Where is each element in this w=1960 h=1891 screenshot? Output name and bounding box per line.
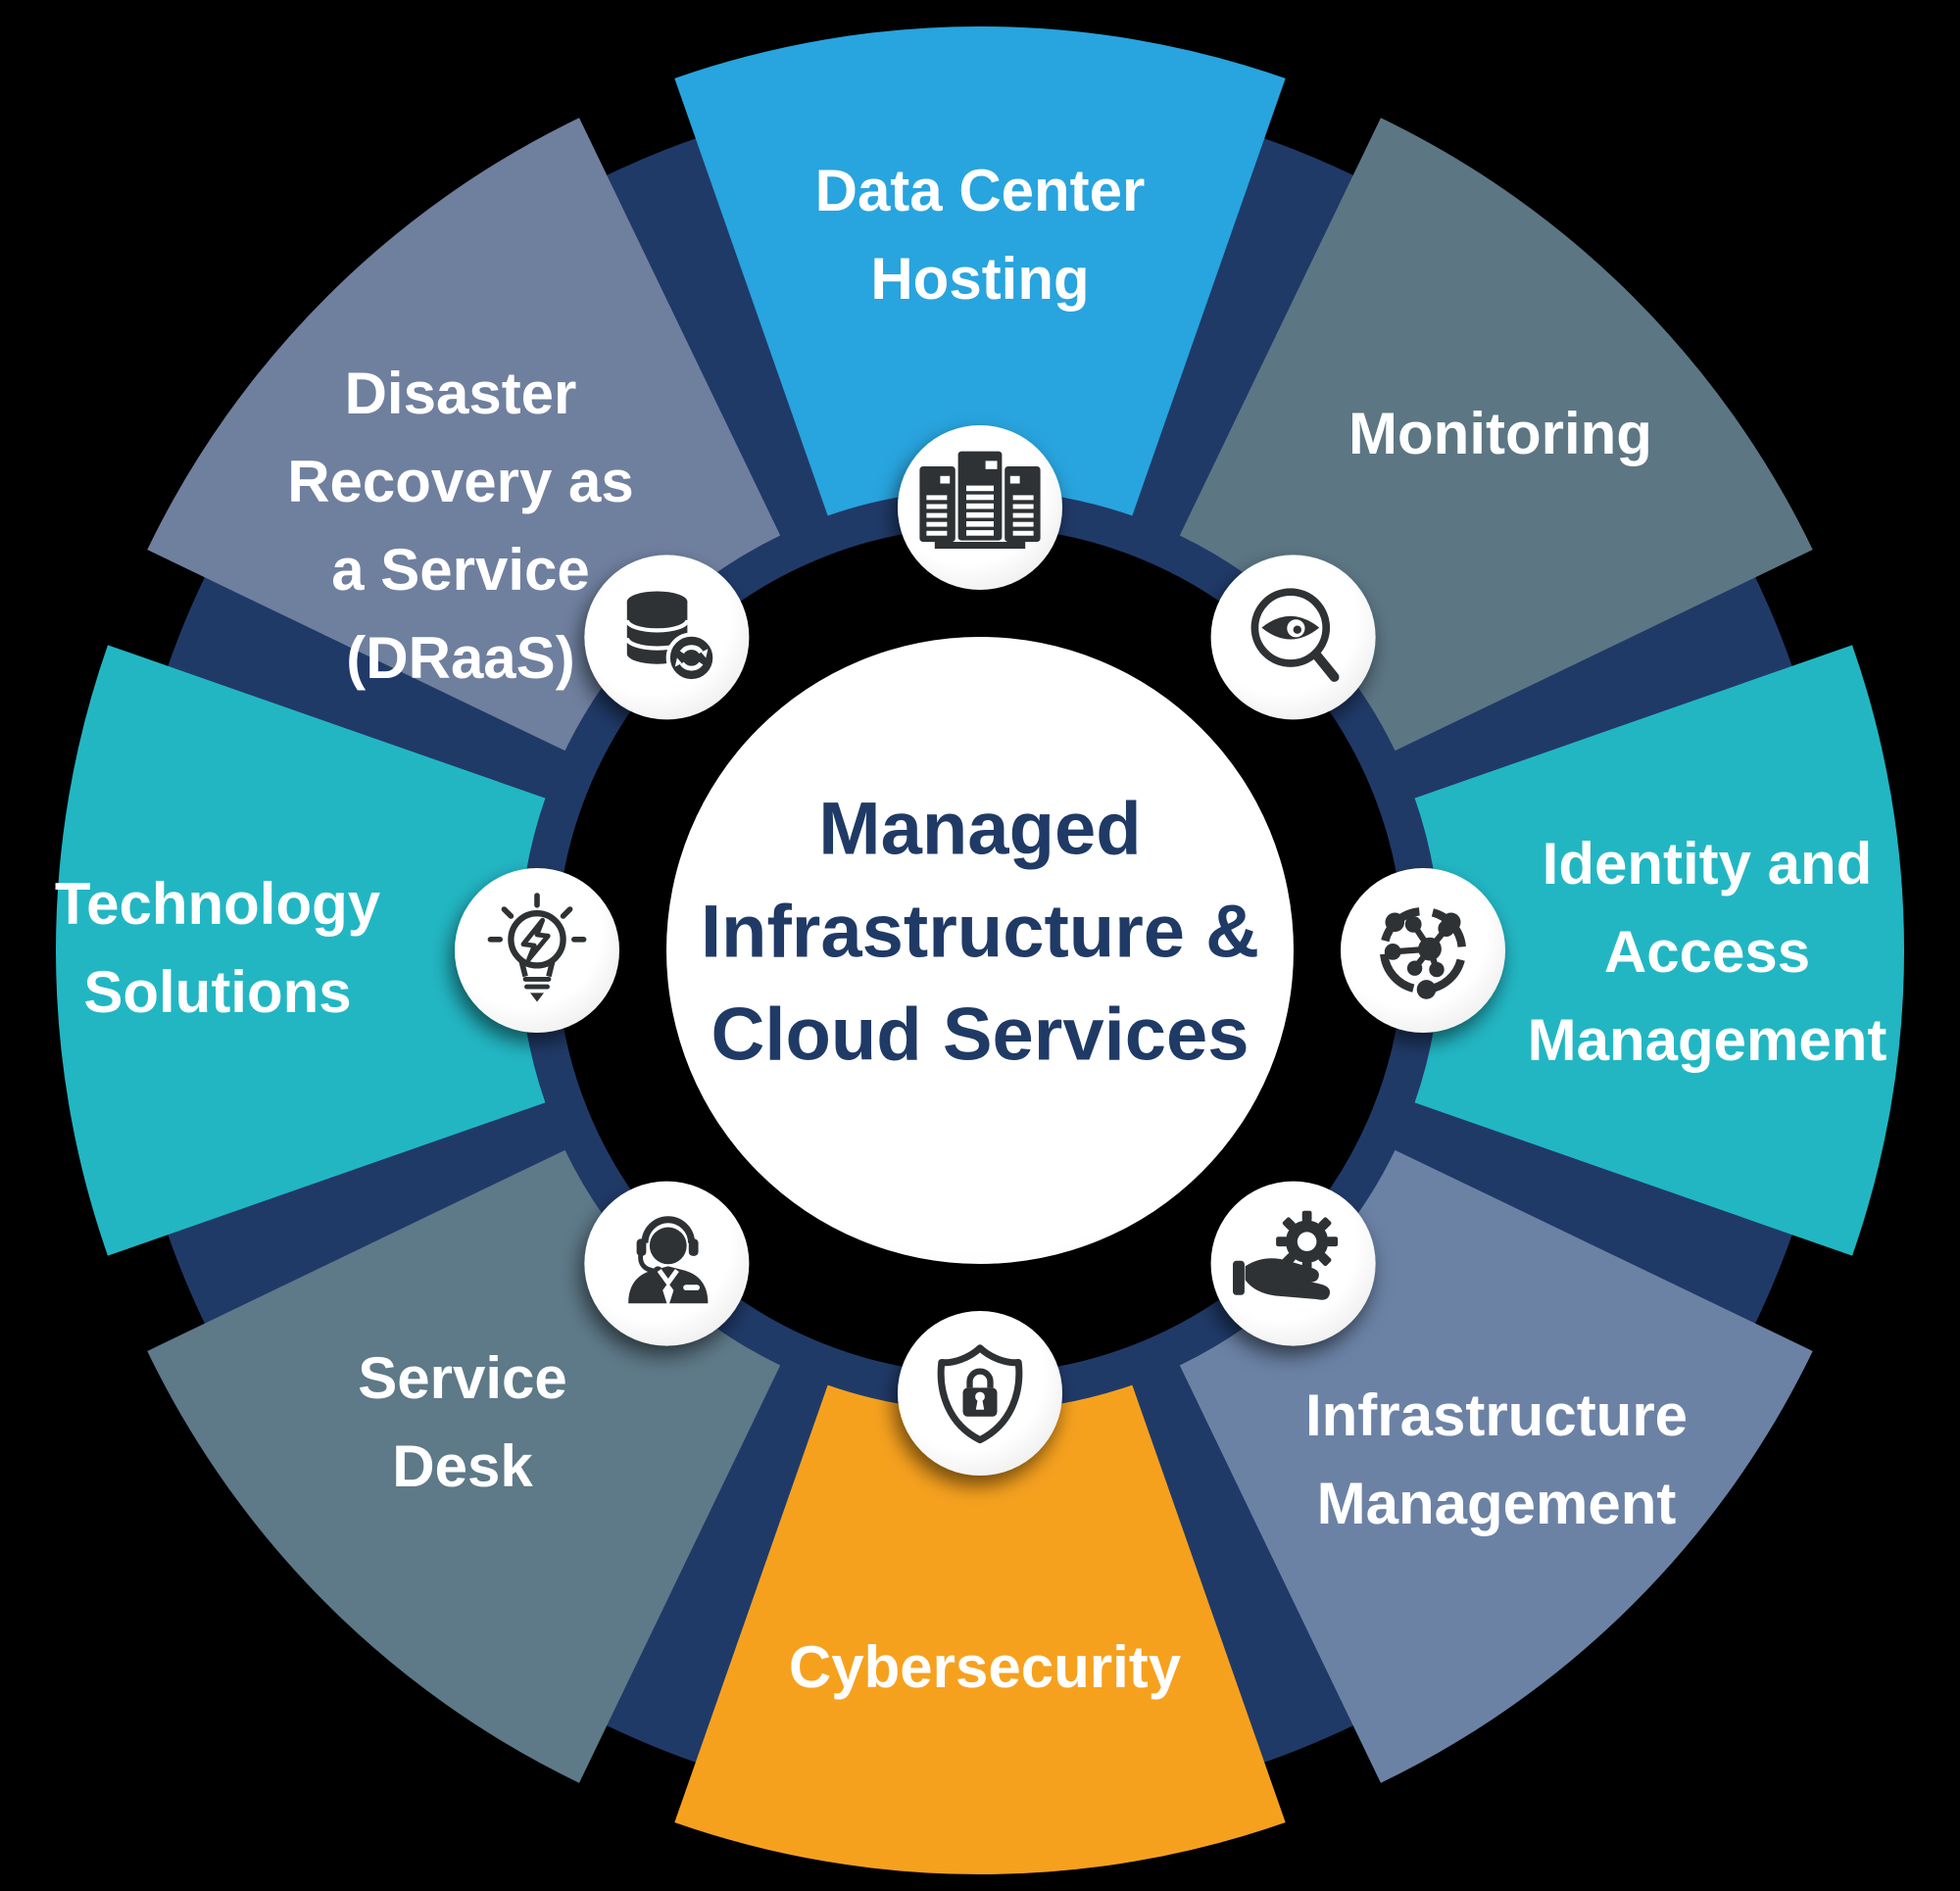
segment-data-center-hosting-wedge [674,25,1286,516]
center-hub-circle [666,637,1294,1264]
segment-cybersecurity-label: Cybersecurity [788,1634,1182,1700]
center-title: Managed Infrastructure & Cloud Services [701,779,1259,1088]
segment-identity-access-management-wedge [1414,645,1905,1256]
segment-infrastructure-management-label: Infrastructure Management [1304,1382,1689,1536]
center-title-line3: Cloud Services [710,993,1250,1077]
segment-identity-access-management-label: Identity and Access Management [1527,831,1887,1073]
center-title-line1: Managed [818,787,1142,871]
segment-disaster-recovery-draas-label: Disaster Recovery as a Service (DRaaS) [287,361,634,691]
segment-data-center-hosting-label: Data Center Hosting [814,158,1146,312]
center-title-line2: Infrastructure & [700,890,1260,974]
segment-monitoring-label: Monitoring [1348,401,1652,466]
segment-cybersecurity-wedge [674,1384,1286,1874]
segment-technology-solutions-label: Technology Solutions [54,871,381,1025]
segment-technology-solutions-wedge [55,645,546,1256]
segment-service-desk-label: Service Desk [358,1345,567,1499]
